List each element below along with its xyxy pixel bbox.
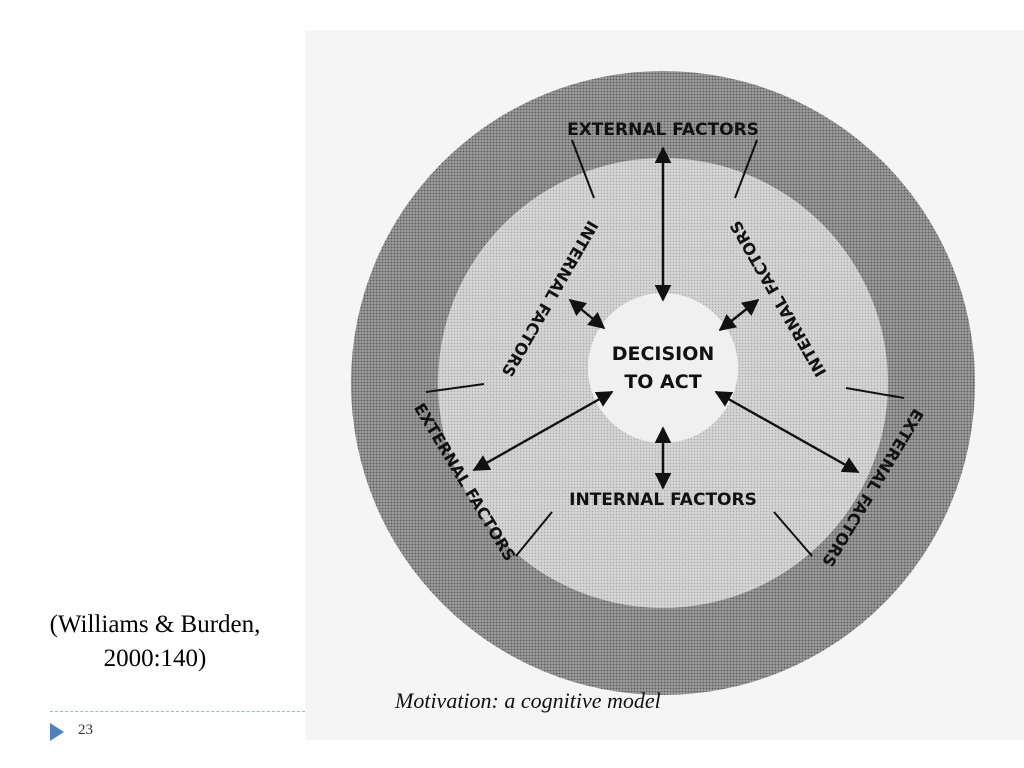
connector-line (515, 511, 553, 557)
citation-line1: (Williams & Burden, (49, 611, 261, 638)
arrow-upper-right (718, 298, 760, 332)
footer-divider (50, 711, 305, 712)
play-arrow-icon (50, 723, 64, 741)
connector-line (845, 387, 905, 399)
arrow-lower-right (714, 390, 860, 474)
internal-factors-bottom: INTERNAL FACTORS (569, 490, 757, 510)
connector-line (773, 511, 813, 557)
figure-caption: Motivation: a cognitive model (395, 688, 661, 713)
center-label-line1: DECISION (612, 343, 715, 365)
citation: (Williams & Burden, 2000:140) (20, 608, 290, 676)
external-factors-top: EXTERNAL FACTORS (567, 120, 759, 140)
arrow-upper-left (568, 298, 606, 330)
center-label-line2: TO ACT (624, 371, 701, 393)
center-circle (588, 293, 738, 443)
connector-line (571, 139, 595, 199)
connector-line (425, 383, 485, 393)
arrow-lower-left (472, 390, 614, 472)
citation-line2: 2000:140) (103, 645, 207, 672)
slide-number: 23 (78, 722, 93, 738)
connector-line (734, 139, 758, 199)
